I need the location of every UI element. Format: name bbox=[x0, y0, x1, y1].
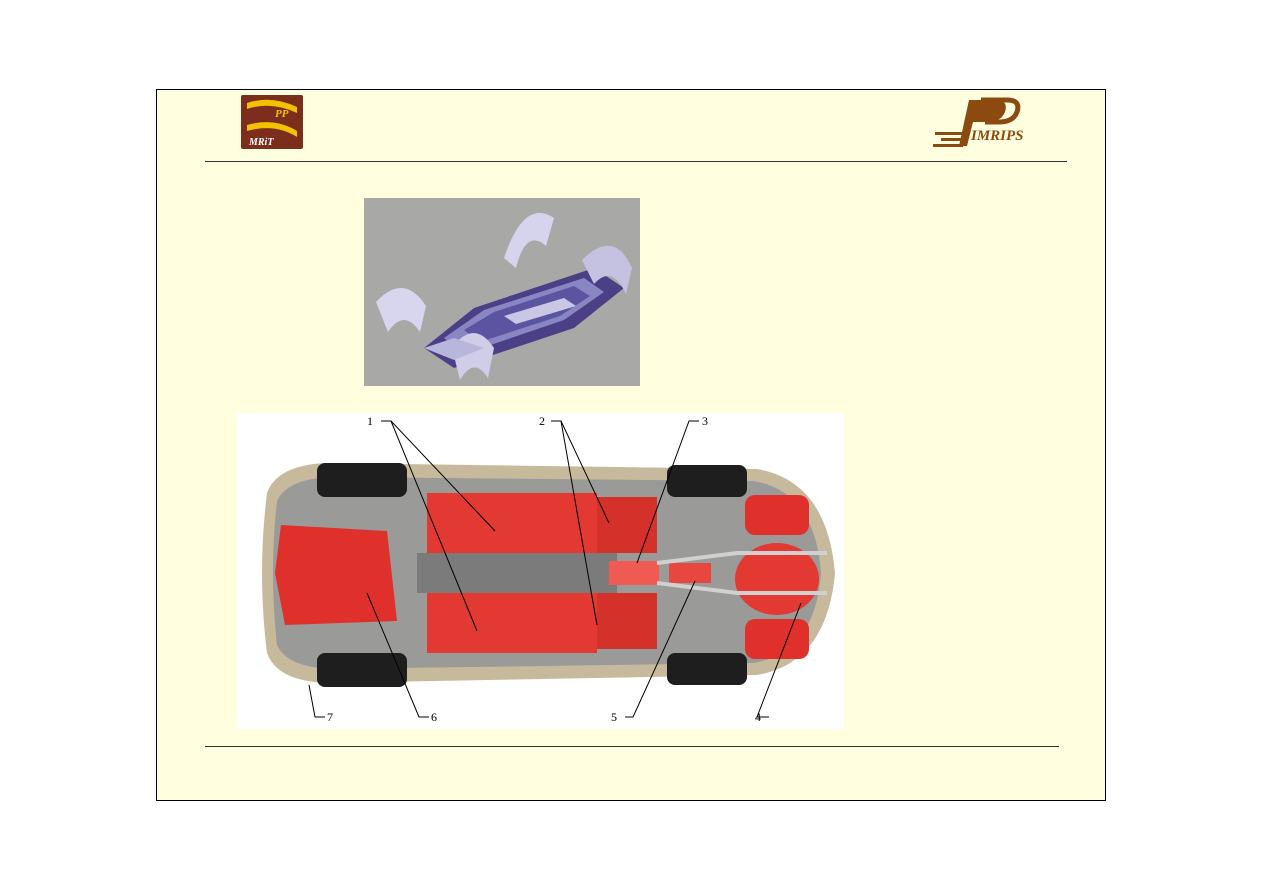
logo-right-text: IMRIPS bbox=[970, 128, 1024, 144]
callout-5: 5 bbox=[611, 710, 617, 724]
callout-7: 7 bbox=[327, 710, 333, 724]
footer-rule bbox=[205, 746, 1059, 747]
imrips-logo: IMRIPS bbox=[933, 96, 1029, 148]
logo-left-top-text: PP bbox=[275, 108, 289, 120]
mrit-logo: PP MRiT bbox=[241, 95, 303, 149]
vehicle-underbody-image: 1 2 3 4 5 6 7 bbox=[237, 413, 844, 729]
underbody-model-image bbox=[364, 198, 640, 386]
callout-6: 6 bbox=[431, 710, 437, 724]
logo-left-bottom-text: MRiT bbox=[248, 137, 274, 148]
header-rule bbox=[205, 161, 1067, 162]
callout-1: 1 bbox=[367, 414, 373, 428]
callout-3: 3 bbox=[702, 414, 708, 428]
callout-2: 2 bbox=[539, 414, 545, 428]
callout-4: 4 bbox=[755, 710, 761, 724]
slide: PP MRiT IMRIPS bbox=[156, 89, 1106, 801]
